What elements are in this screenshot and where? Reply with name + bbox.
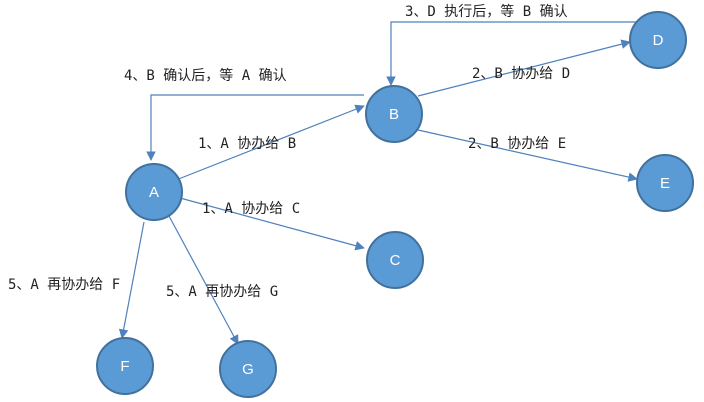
edge-b-to-e: [417, 129, 638, 182]
node-c-label: C: [390, 252, 401, 269]
node-a-label: A: [149, 184, 159, 201]
node-g-label: G: [242, 361, 254, 378]
node-f-label: F: [120, 358, 129, 375]
edge-b-to-a: [146, 94, 364, 161]
edge-label-b-to-a: 4、B 确认后，等 A 确认: [124, 67, 287, 84]
edge-label-a-to-g: 5、A 再协办给 G: [166, 284, 278, 300]
edge-label-b-to-d: 2、B 协办给 D: [472, 66, 570, 82]
node-e: E: [636, 154, 694, 212]
edge-d-to-b: [386, 21, 638, 86]
edge-label-a-to-b: 1、A 协办给 B: [198, 136, 296, 152]
edge-a-to-g: [168, 215, 239, 345]
edge-a-to-c: [179, 197, 365, 251]
node-b: B: [365, 85, 423, 143]
edge-a-to-f: [118, 221, 145, 339]
node-b-label: B: [389, 106, 399, 123]
node-g: G: [219, 340, 277, 398]
edge-label-d-to-b: 3、D 执行后，等 B 确认: [405, 3, 568, 20]
edge-label-a-to-c: 1、A 协办给 C: [202, 201, 300, 217]
edge-label-a-to-f: 5、A 再协办给 F: [8, 277, 120, 293]
node-f: F: [96, 337, 154, 395]
node-d: D: [629, 11, 687, 69]
node-a: A: [125, 163, 183, 221]
edge-a-to-b: [175, 104, 365, 181]
node-c: C: [366, 231, 424, 289]
node-e-label: E: [660, 175, 670, 192]
node-d-label: D: [653, 32, 664, 49]
edge-b-to-d: [417, 39, 631, 97]
edge-label-b-to-e: 2、B 协办给 E: [468, 136, 566, 152]
